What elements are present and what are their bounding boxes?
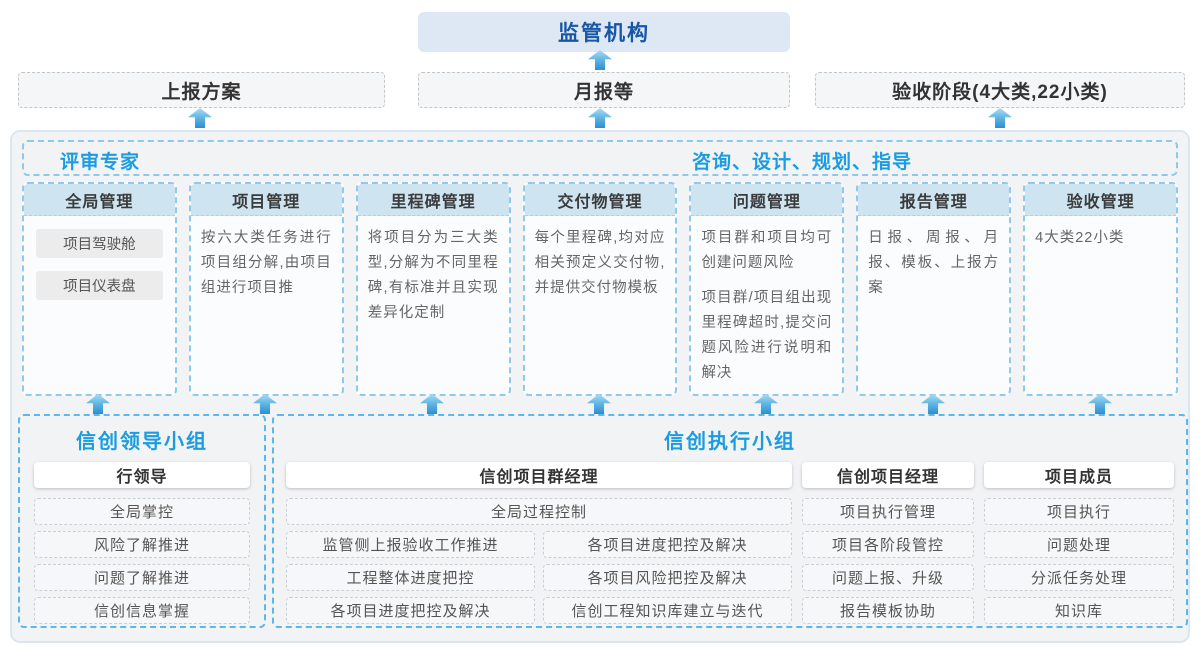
column-title: 全局管理 [24,184,175,216]
column-title: 问题管理 [691,184,843,216]
output-label: 上报方案 [161,81,242,103]
project-manager-task: 报告模板协助 [802,597,974,624]
program-manager-task: 各项目进度把控及解决 [286,597,535,624]
column-body-text: 日报、周报、月报、模板、上报方案 [868,230,1000,296]
column-body-text: 每个里程碑,均对应相关预定义交付物,并提供交付物模板 [534,230,666,296]
program-manager-task: 各项目风险把控及解决 [543,564,792,591]
program-manager-task: 全局过程控制 [286,498,792,525]
column-body-text: 将项目分为三大类型,分解为不同里程碑,有标准并且实现差异化定制 [367,230,499,321]
role-pill-project-member: 项目成员 [984,462,1174,488]
project-manager-task: 项目执行管理 [802,498,974,525]
column-title: 验收管理 [1025,184,1177,216]
program-manager-task: 信创工程知识库建立与迭代 [543,597,792,624]
column-deliverable-mgmt: 交付物管理 每个里程碑,均对应相关预定义交付物,并提供交付物模板 [522,182,678,396]
column-title: 项目管理 [190,184,342,216]
column-body-text: 项目群/项目组出现里程碑超时,提交问题风险进行说明和解决 [701,289,833,381]
project-manager-task: 项目各阶段管控 [802,531,974,558]
column-title: 报告管理 [858,184,1010,216]
column-project-mgmt: 项目管理 按六大类任务进行项目组分解,由项目组进行项目推 [188,182,344,396]
output-label: 月报等 [573,81,634,103]
leader-task: 问题了解推进 [34,564,250,591]
management-columns: 全局管理 项目驾驶舱 项目仪表盘 项目管理 按六大类任务进行项目组分解,由项目组… [22,182,1179,396]
project-member-task: 问题处理 [984,531,1174,558]
regulator-box: 监管机构 [418,12,790,52]
column-body-text: 按六大类任务进行项目组分解,由项目组进行项目推 [200,230,332,296]
arrow-up-icon [588,50,612,70]
regulator-label: 监管机构 [558,22,650,45]
column-milestone-mgmt: 里程碑管理 将项目分为三大类型,分解为不同里程碑,有标准并且实现差异化定制 [355,182,511,396]
leader-group-title: 信创领导小组 [76,431,208,453]
leader-task: 全局掌控 [34,498,250,525]
role-pill-project-manager: 信创项目经理 [802,462,974,488]
project-manager-task: 问题上报、升级 [802,564,974,591]
leader-group: 信创领导小组 行领导 全局掌控 风险了解推进 问题了解推进 信创信息掌握 [18,414,266,628]
column-title: 交付物管理 [524,184,676,216]
review-experts-label: 评审专家 [60,152,141,173]
leader-task: 信创信息掌握 [34,597,250,624]
column-issue-mgmt: 问题管理 项目群和项目均可创建问题风险 项目群/项目组出现里程碑超时,提交问题风… [689,182,845,396]
arrow-up-icon [588,108,612,128]
program-manager-task: 各项目进度把控及解决 [543,531,792,558]
role-pill-bank-leader: 行领导 [34,462,250,488]
chip-project-cockpit: 项目驾驶舱 [36,229,163,258]
column-global-mgmt: 全局管理 项目驾驶舱 项目仪表盘 [22,182,177,396]
project-member-task: 分派任务处理 [984,564,1174,591]
consult-band: 评审专家 咨询、设计、规划、指导 [22,140,1178,176]
role-pill-program-manager: 信创项目群经理 [286,462,792,488]
leader-task: 风险了解推进 [34,531,250,558]
project-member-task: 知识库 [984,597,1174,624]
program-manager-task: 监管侧上报验收工作推进 [286,531,535,558]
output-box-acceptance-phase: 验收阶段(4大类,22小类) [815,72,1185,108]
output-box-report-plan: 上报方案 [18,72,385,108]
arrow-up-icon [188,108,212,128]
column-title: 里程碑管理 [357,184,509,216]
project-manager-section: 信创项目经理 项目执行管理 项目各阶段管控 问题上报、升级 报告模板协助 [802,462,974,630]
project-member-task: 项目执行 [984,498,1174,525]
executor-group-title: 信创执行小组 [664,431,796,453]
project-member-section: 项目成员 项目执行 问题处理 分派任务处理 知识库 [984,462,1174,630]
column-body-text: 4大类22小类 [1035,230,1125,246]
arrow-up-icon [988,108,1012,128]
program-manager-task: 工程整体进度把控 [286,564,535,591]
column-body-text: 项目群和项目均可创建问题风险 [701,230,833,271]
chip-project-dashboard: 项目仪表盘 [36,271,163,300]
program-manager-section: 信创项目群经理 全局过程控制 监管侧上报验收工作推进 各项目进度把控及解决 工程… [286,462,792,630]
executor-group: 信创执行小组 信创项目群经理 全局过程控制 监管侧上报验收工作推进 各项目进度把… [272,414,1188,628]
column-acceptance-mgmt: 验收管理 4大类22小类 [1023,182,1179,396]
column-report-mgmt: 报告管理 日报、周报、月报、模板、上报方案 [856,182,1012,396]
consult-design-label: 咨询、设计、规划、指导 [692,152,913,173]
output-label: 验收阶段(4大类,22小类) [892,81,1108,103]
output-box-monthly-report: 月报等 [418,72,790,108]
